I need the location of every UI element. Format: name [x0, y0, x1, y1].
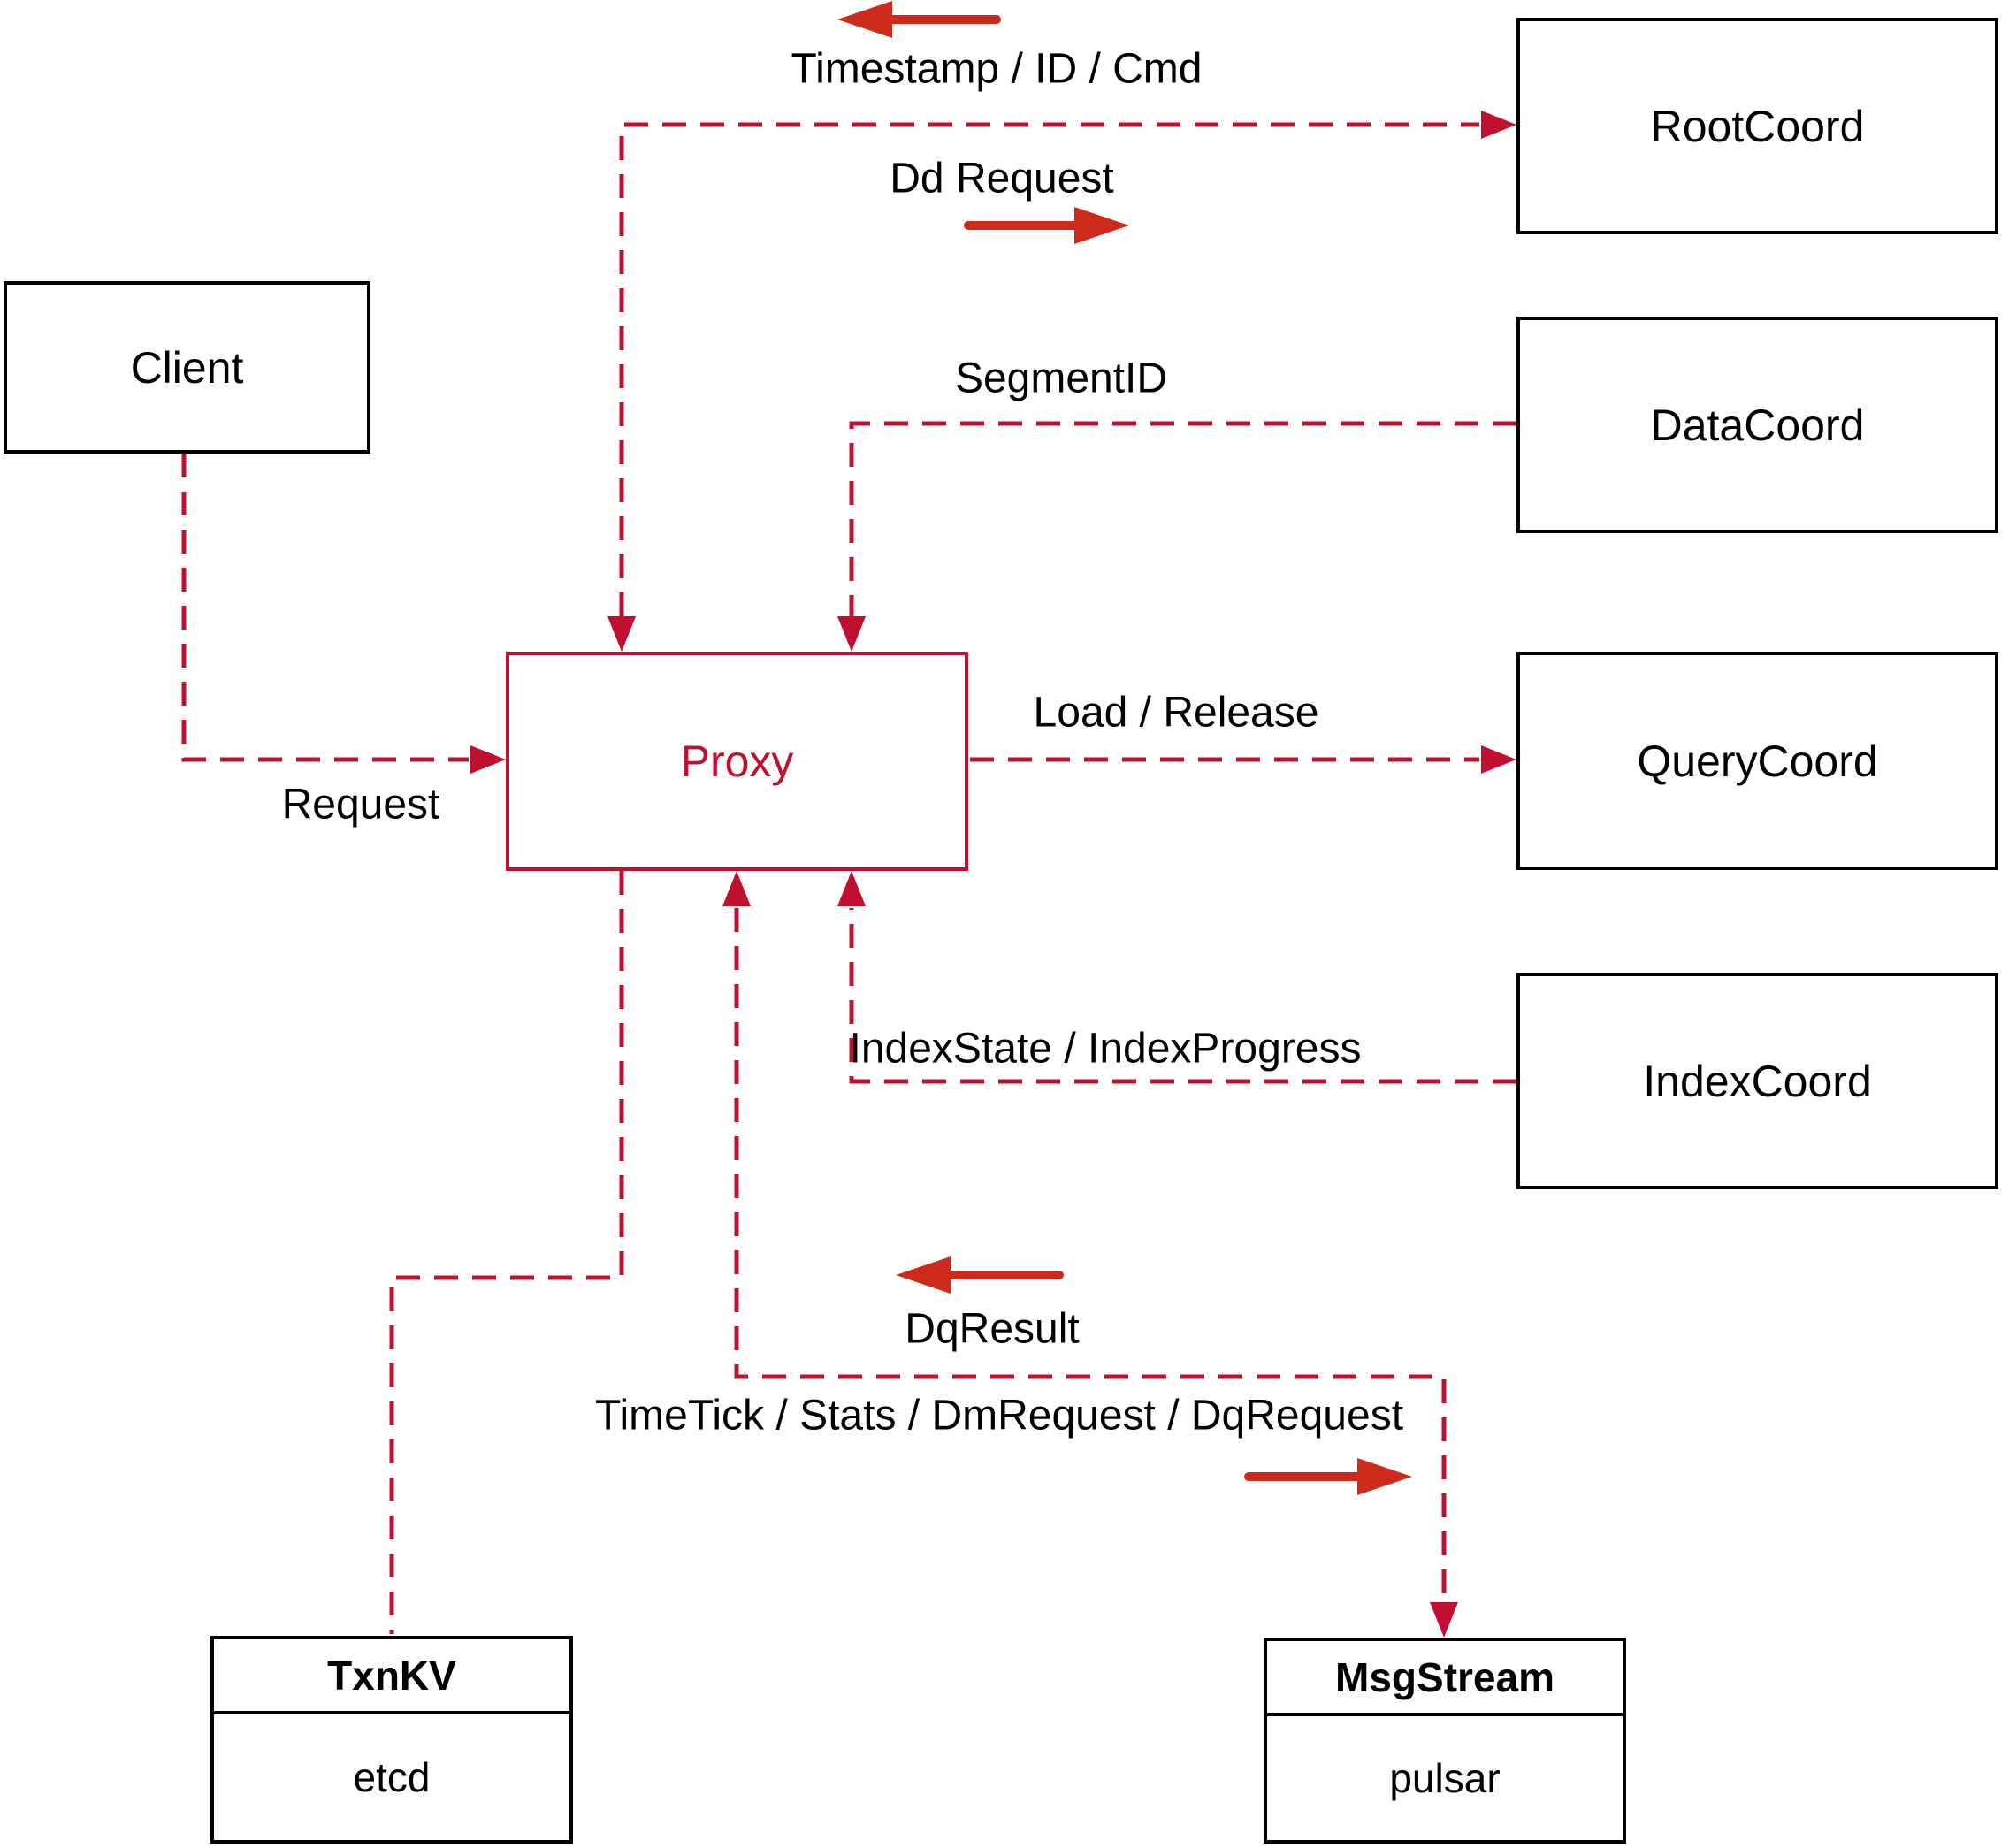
edge-proxy-msgstream-line	[734, 908, 1447, 1600]
node-client: Client	[4, 281, 370, 454]
node-proxy-label: Proxy	[680, 737, 794, 786]
timestamp-direction-arrow-icon	[837, 1, 1001, 38]
edge-client-proxy-line	[181, 454, 469, 762]
edge-label-index-state: IndexState / IndexProgress	[849, 1025, 1362, 1073]
edge-label-dd-request: Dd Request	[890, 155, 1114, 202]
edge-label-request: Request	[281, 781, 440, 829]
arrow-head-right	[1074, 207, 1129, 244]
node-querycoord: QueryCoord	[1516, 652, 1998, 870]
edge-label-load-release: Load / Release	[1033, 689, 1319, 737]
node-rootcoord-label: RootCoord	[1650, 101, 1865, 151]
arrowhead-into-proxy-top-right	[837, 616, 866, 652]
edge-indexcoord-proxy	[837, 871, 1516, 1084]
edge-proxy-querycoord	[970, 745, 1516, 774]
edge-label-dq-result: DqResult	[905, 1305, 1080, 1353]
edge-client-proxy	[181, 454, 506, 774]
node-msgstream-body: pulsar	[1389, 1755, 1501, 1801]
edge-proxy-txnkv	[389, 871, 624, 1634]
node-msgstream-title: MsgStream	[1267, 1641, 1623, 1716]
edge-label-timestamp: Timestamp / ID / Cmd	[791, 45, 1203, 93]
arrow-head-right	[1357, 1458, 1412, 1495]
node-querycoord-label: QueryCoord	[1637, 736, 1878, 786]
edge-proxy-msgstream	[722, 871, 1458, 1638]
dd-request-direction-arrow-icon	[964, 207, 1129, 244]
edge-label-time-tick: TimeTick / Stats / DmRequest / DqRequest	[594, 1392, 1404, 1439]
arrowhead-into-proxy-left	[470, 745, 506, 774]
time-tick-direction-arrow-icon	[1244, 1458, 1412, 1495]
edge-proxy-rootcoord-line	[619, 122, 1479, 616]
arrowhead-into-rootcoord	[1481, 111, 1516, 139]
node-indexcoord: IndexCoord	[1516, 973, 1998, 1189]
node-datacoord-label: DataCoord	[1650, 400, 1865, 450]
edge-proxy-txnkv-line	[389, 871, 624, 1634]
node-datacoord: DataCoord	[1516, 317, 1998, 533]
arrowhead-into-proxy-bottom-left	[722, 871, 751, 906]
node-txnkv-body: etcd	[353, 1754, 431, 1800]
node-indexcoord-label: IndexCoord	[1643, 1056, 1872, 1106]
edge-label-segment-id: SegmentID	[954, 355, 1168, 402]
edge-indexcoord-proxy-line	[849, 908, 1516, 1084]
node-client-label: Client	[130, 342, 244, 393]
arrowhead-into-proxy-top-left	[607, 616, 636, 652]
dq-result-direction-arrow-icon	[896, 1256, 1064, 1294]
arrow-head-left	[837, 1, 892, 38]
node-msgstream: MsgStream pulsar	[1264, 1638, 1626, 1844]
arrowhead-into-proxy-bottom-right	[837, 871, 866, 906]
edge-datacoord-proxy-line	[849, 421, 1516, 616]
arrow-head-left	[896, 1256, 951, 1294]
arrowhead-into-msgstream	[1430, 1602, 1458, 1638]
node-rootcoord: RootCoord	[1516, 18, 1998, 234]
edge-datacoord-proxy	[837, 421, 1516, 652]
node-proxy: Proxy	[506, 652, 968, 871]
node-txnkv: TxnKV etcd	[210, 1636, 573, 1844]
node-txnkv-title: TxnKV	[214, 1639, 569, 1714]
arrowhead-into-querycoord	[1481, 745, 1516, 774]
edge-proxy-rootcoord	[607, 111, 1516, 652]
